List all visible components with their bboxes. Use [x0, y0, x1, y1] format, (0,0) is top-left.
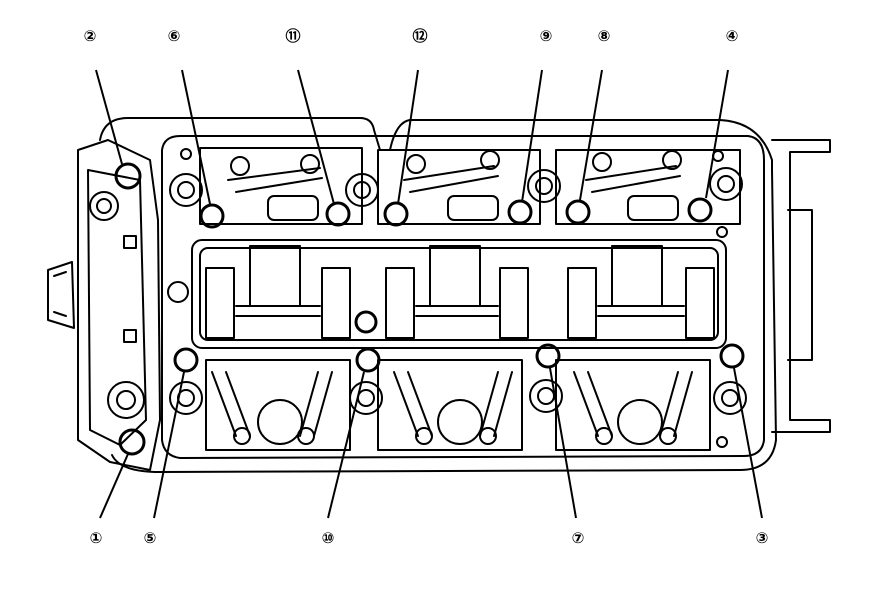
- callout-11: ⑪: [285, 27, 300, 45]
- callout-2: ②: [84, 27, 97, 45]
- callout-12: ⑫: [412, 27, 427, 45]
- gasket-channel: [191, 239, 727, 349]
- rocker-assembly-3: [567, 245, 715, 339]
- callout-4: ④: [726, 27, 739, 45]
- intake-rocker-arms: [227, 165, 681, 221]
- rocker-assembly-2: [385, 245, 529, 339]
- callout-8: ⑧: [598, 27, 611, 45]
- leader-lines: [95, 69, 763, 519]
- front-cover-plate: [77, 139, 161, 471]
- head-bolts: [114, 162, 745, 456]
- right-bracket: [771, 139, 831, 433]
- front-cover-inner: [87, 169, 147, 446]
- head-inner-frame: [161, 135, 765, 459]
- callout-7: ⑦: [572, 529, 585, 547]
- callout-3: ③: [756, 529, 769, 547]
- callout-6: ⑥: [168, 27, 181, 45]
- cam-journal-bolts: [169, 167, 747, 415]
- callout-10: ⑩: [322, 529, 335, 547]
- callout-9: ⑨: [540, 27, 553, 45]
- callout-5: ⑤: [144, 529, 157, 547]
- callout-labels: ② ⑥ ⑪ ⑫ ⑨ ⑧ ④ ① ⑤ ⑩ ⑦ ③: [84, 27, 769, 547]
- rocker-assembly-1: [205, 245, 351, 339]
- callout-1: ①: [90, 529, 103, 547]
- camshaft-pulley-stub: [47, 261, 75, 329]
- valve-spring-caps: [230, 150, 682, 176]
- exhaust-rocker-arms: [211, 371, 693, 445]
